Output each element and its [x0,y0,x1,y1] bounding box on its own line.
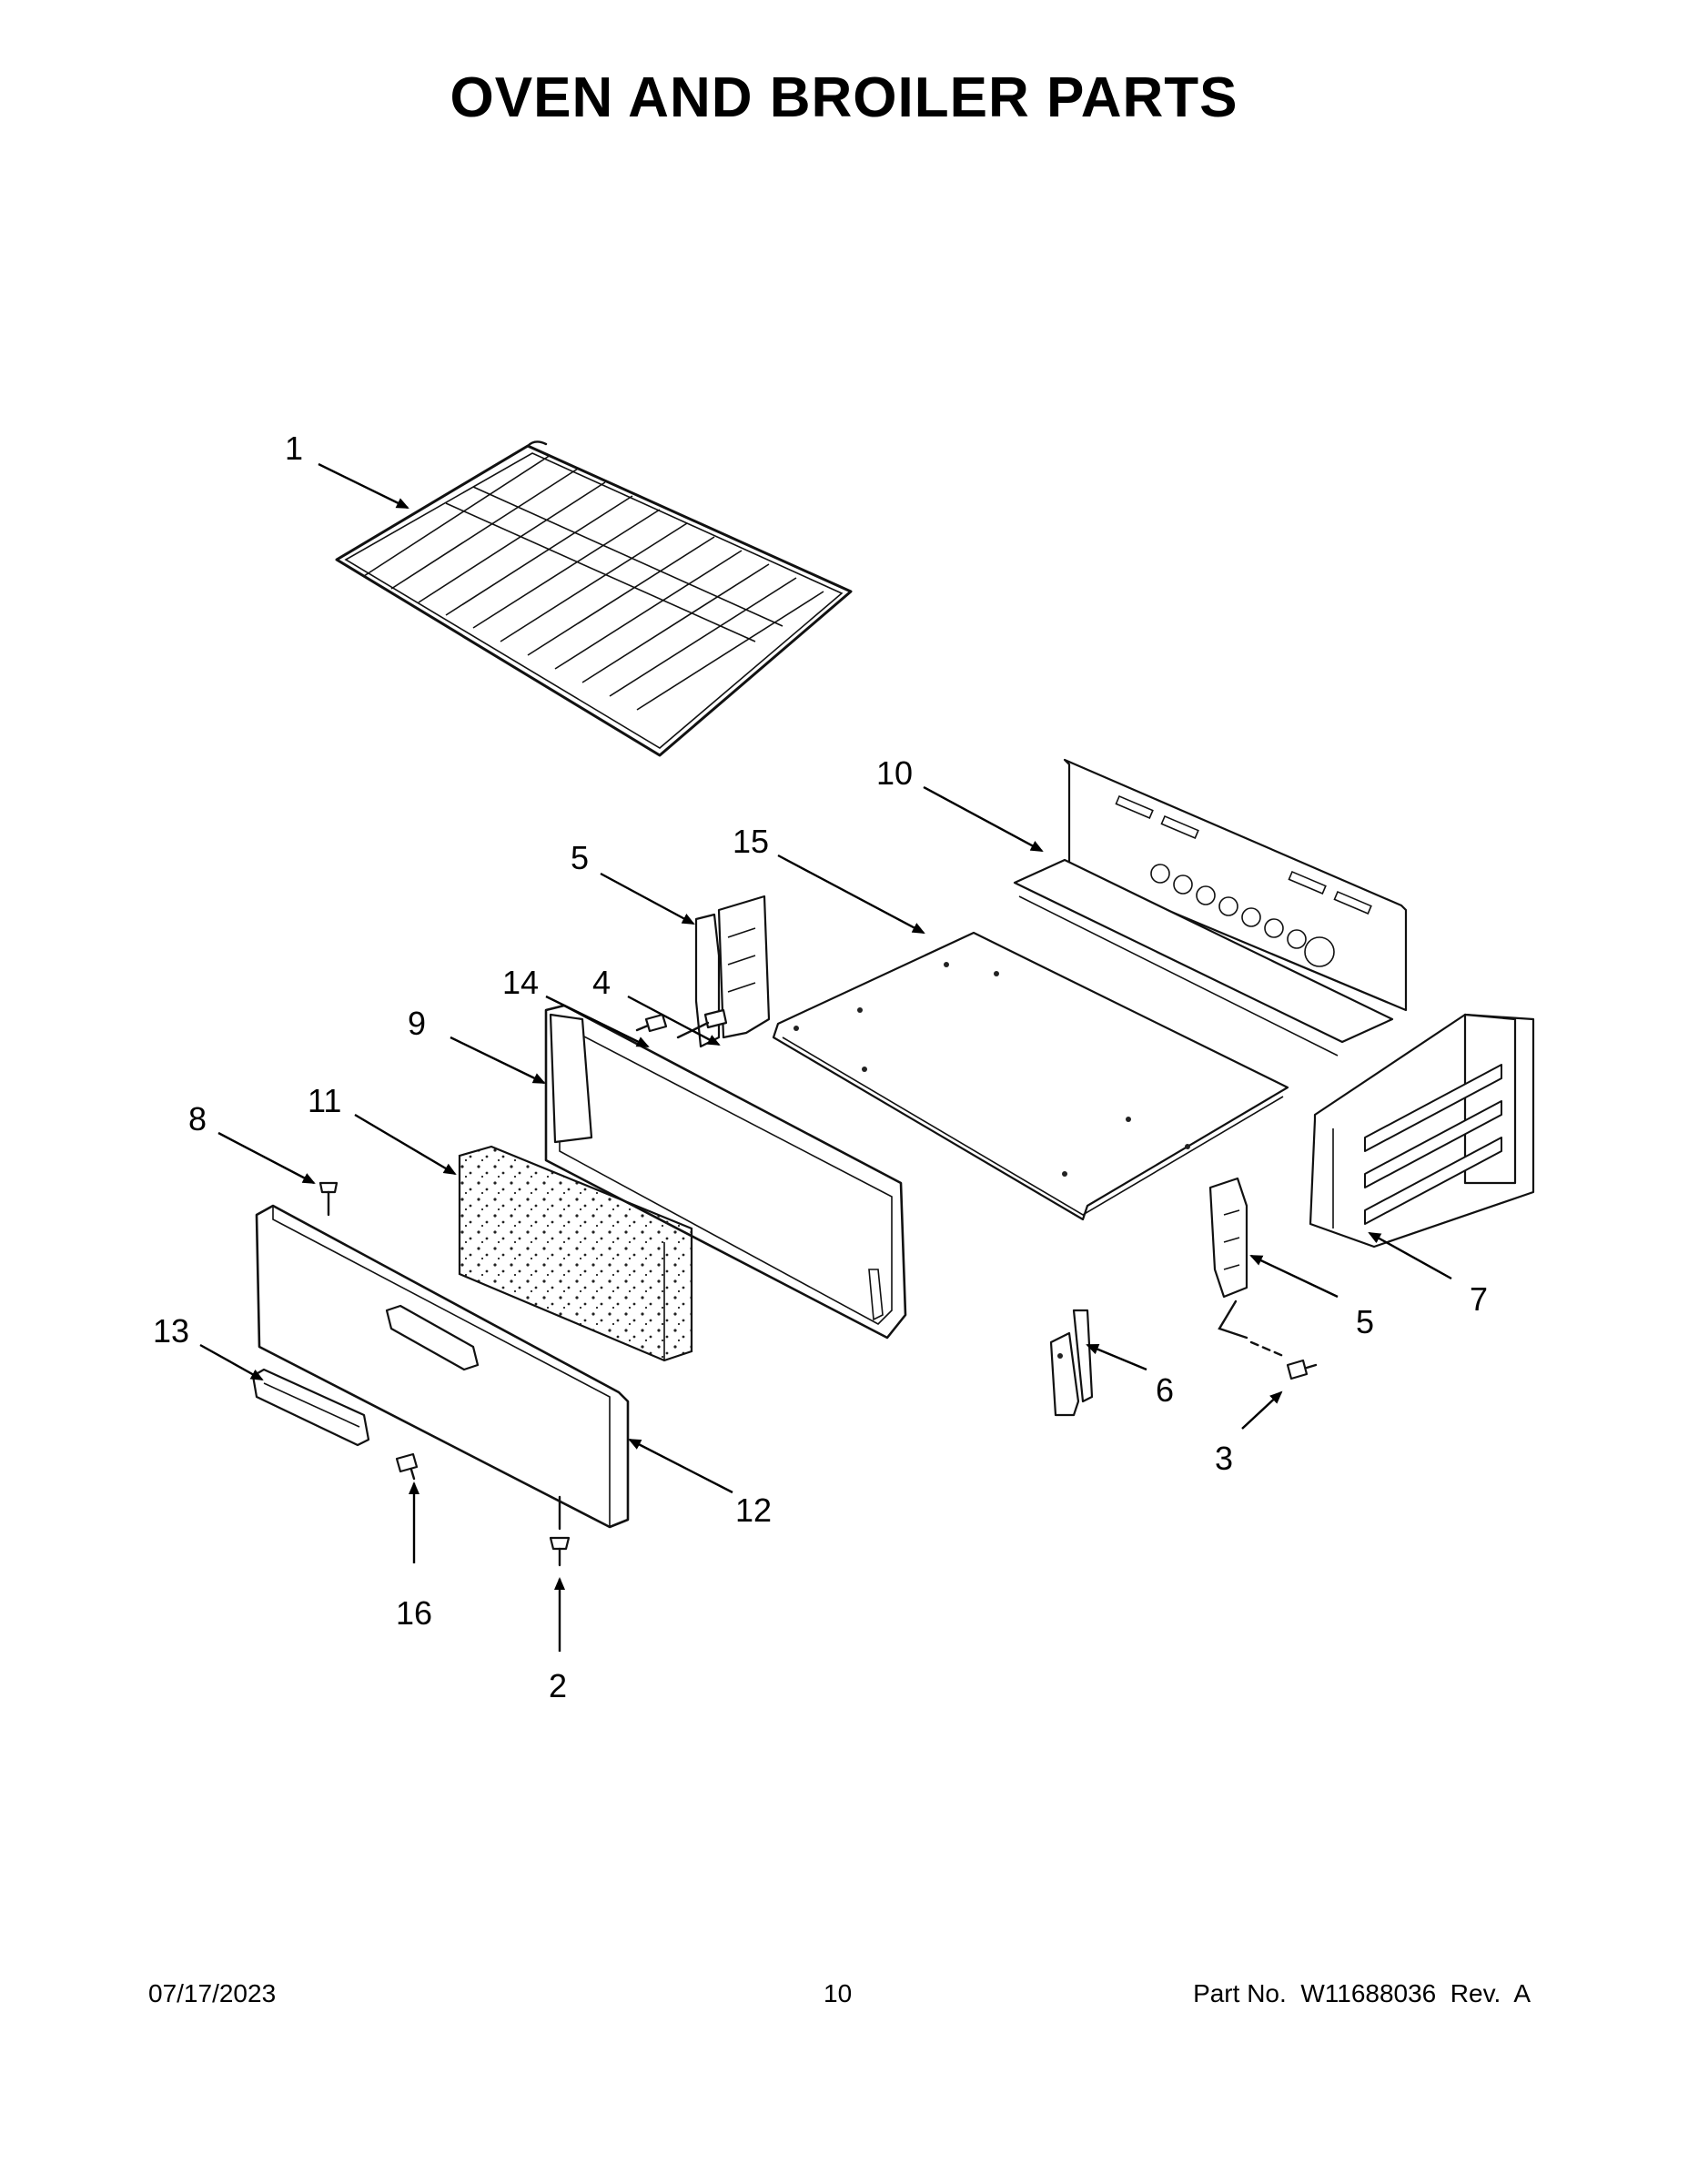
footer-page-number: 10 [824,1979,853,2007]
arrow-13 [199,1343,264,1381]
rear-panel [1013,758,1408,1057]
broiler-frame [1309,1013,1535,1249]
screw-part-8 [318,1181,339,1217]
callout-6: 6 [1156,1371,1174,1409]
screw-part-14 [635,1013,668,1033]
callout-1: 1 [285,430,303,467]
oven-bottom-plate [772,931,1289,1221]
hinge-receiver-left [694,895,771,1048]
screw-part-3 [1286,1359,1318,1380]
arrow-1 [318,462,409,510]
arrow-5-left [600,872,695,925]
arrow-6 [1086,1343,1147,1371]
screw-part-16 [395,1452,419,1481]
drawer-front-panel [255,1204,630,1529]
callout-14: 14 [502,964,539,1001]
callout-9: 9 [408,1005,426,1042]
leader-arrows [199,462,1452,1652]
arrow-15 [777,854,925,935]
arrow-5-right [1249,1254,1339,1299]
door-insulation [458,1145,693,1362]
callout-11: 11 [308,1082,341,1119]
arrow-3 [1241,1390,1283,1430]
callout-13: 13 [153,1312,189,1350]
callout-4: 4 [592,964,611,1001]
page-title: OVEN AND BROILER PARTS [450,66,1238,129]
callout-8: 8 [188,1100,207,1138]
arrow-14 [545,995,650,1048]
screw-part-2 [549,1495,571,1567]
arrow-9 [450,1036,546,1085]
callout-7: 7 [1470,1280,1488,1318]
arrow-4 [627,995,721,1046]
arrow-8 [217,1131,316,1185]
arrow-10 [923,785,1044,853]
callout-2: 2 [549,1667,567,1704]
arrow-12 [628,1438,733,1494]
door-hinge [1049,1309,1094,1417]
footer-date: 07/17/2023 [148,1979,277,2007]
oven-rack [335,440,853,757]
callout-15: 15 [733,823,769,860]
drawer-handle [251,1368,370,1447]
rack-wires [363,454,824,711]
callout-5-left: 5 [571,839,589,876]
hinge-receiver-right [1208,1177,1285,1358]
callout-12: 12 [735,1491,772,1529]
inner-door-frame [544,1004,907,1340]
arrow-7 [1368,1231,1452,1280]
callout-16: 16 [396,1594,432,1632]
footer-part-number: Part No. W11688036 Rev. A [1193,1979,1531,2007]
callout-10: 10 [876,754,913,792]
callout-3: 3 [1215,1440,1233,1477]
arrow-11 [354,1113,457,1176]
callout-5-right: 5 [1356,1303,1374,1340]
